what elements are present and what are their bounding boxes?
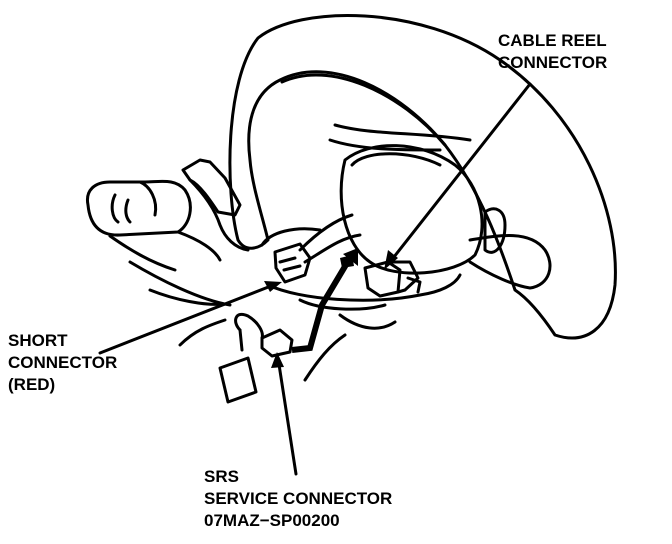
steering-column [128,260,232,307]
srs-service-label-line1: SRS [204,467,239,486]
service-connector-tag-string [238,328,244,352]
srs-service-leader-line [276,356,298,476]
steering-hub [339,144,484,275]
short-connector-label-line1: SHORT [8,331,68,350]
short-connector-label-line2: CONNECTOR [8,353,118,372]
service-connector-body [260,328,294,358]
service-connector-tag [218,356,258,404]
cable-reel-arrow-head [384,250,398,270]
small-connector-plug [340,255,354,268]
srs-service-arrow-head [271,352,284,368]
steering-wheel-rim-inner [280,73,447,147]
combination-switch-lever [85,179,192,237]
cable-reel-label-line1: CABLE REEL [498,31,607,50]
srs-service-label-line3: 07MAZ−SP00200 [204,511,340,530]
wiring-harness [298,213,362,264]
short-connector-arrow-head [264,281,282,292]
cable-reel-leader-line [388,82,532,264]
column-collar [260,227,462,302]
short-connector-housing [273,242,312,284]
short-connector-label: SHORT CONNECTOR (RED) [8,330,117,396]
short-connector-leader-line [98,282,278,355]
short-connector-label-line3: (RED) [8,375,56,394]
steering-wheel-spoke-right [468,234,552,290]
srs-service-label-line2: SERVICE CONNECTOR [204,489,393,508]
srs-service-connector-label: SRS SERVICE CONNECTOR 07MAZ−SP00200 [204,466,392,532]
cable-reel-label-line2: CONNECTOR [498,53,608,72]
cable-reel-connector-label: CABLE REEL CONNECTOR [498,30,607,74]
service-connector-routing-line [291,256,353,353]
